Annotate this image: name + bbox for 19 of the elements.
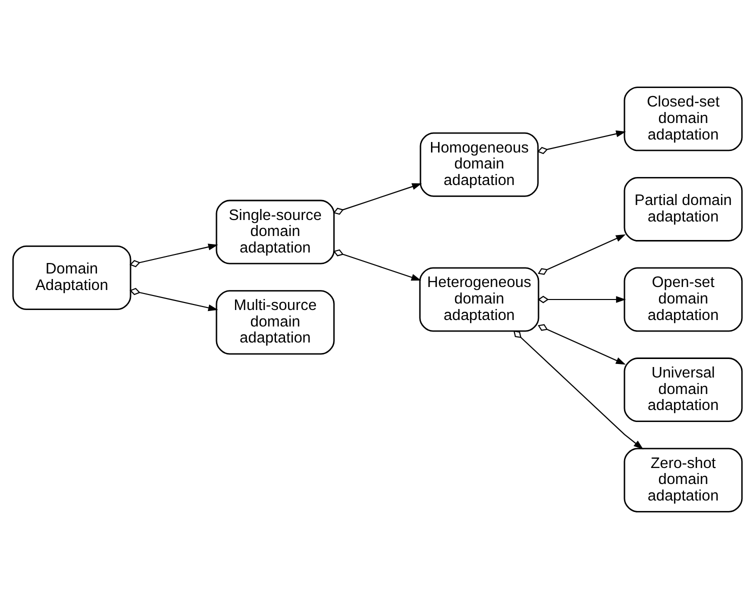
- node-box: Zero-shot domain adaptation: [624, 448, 743, 512]
- node-box: Single-source domain adaptation: [216, 200, 335, 264]
- node-box: Partial domain adaptation: [624, 176, 743, 242]
- node-box: Domain Adaptation: [12, 245, 132, 310]
- arrow: [130, 244, 218, 268]
- node-box: Homogeneous domain adaptation: [420, 132, 539, 197]
- node-box: Closed-set domain adaptation: [624, 86, 743, 152]
- arrow: [333, 183, 422, 215]
- node-box: Multi-source domain adaptation: [216, 290, 335, 355]
- arrow: [130, 288, 218, 312]
- arrow: [538, 296, 626, 304]
- arrow: [538, 234, 626, 275]
- node-box: Heterogeneous domain adaptation: [419, 267, 540, 332]
- node-box: Universal domain adaptation: [624, 358, 743, 422]
- node-box: Open-set domain adaptation: [624, 267, 743, 332]
- arrow: [333, 249, 422, 281]
- arrow: [537, 130, 626, 154]
- arrow: [513, 330, 644, 450]
- arrow: [538, 324, 626, 365]
